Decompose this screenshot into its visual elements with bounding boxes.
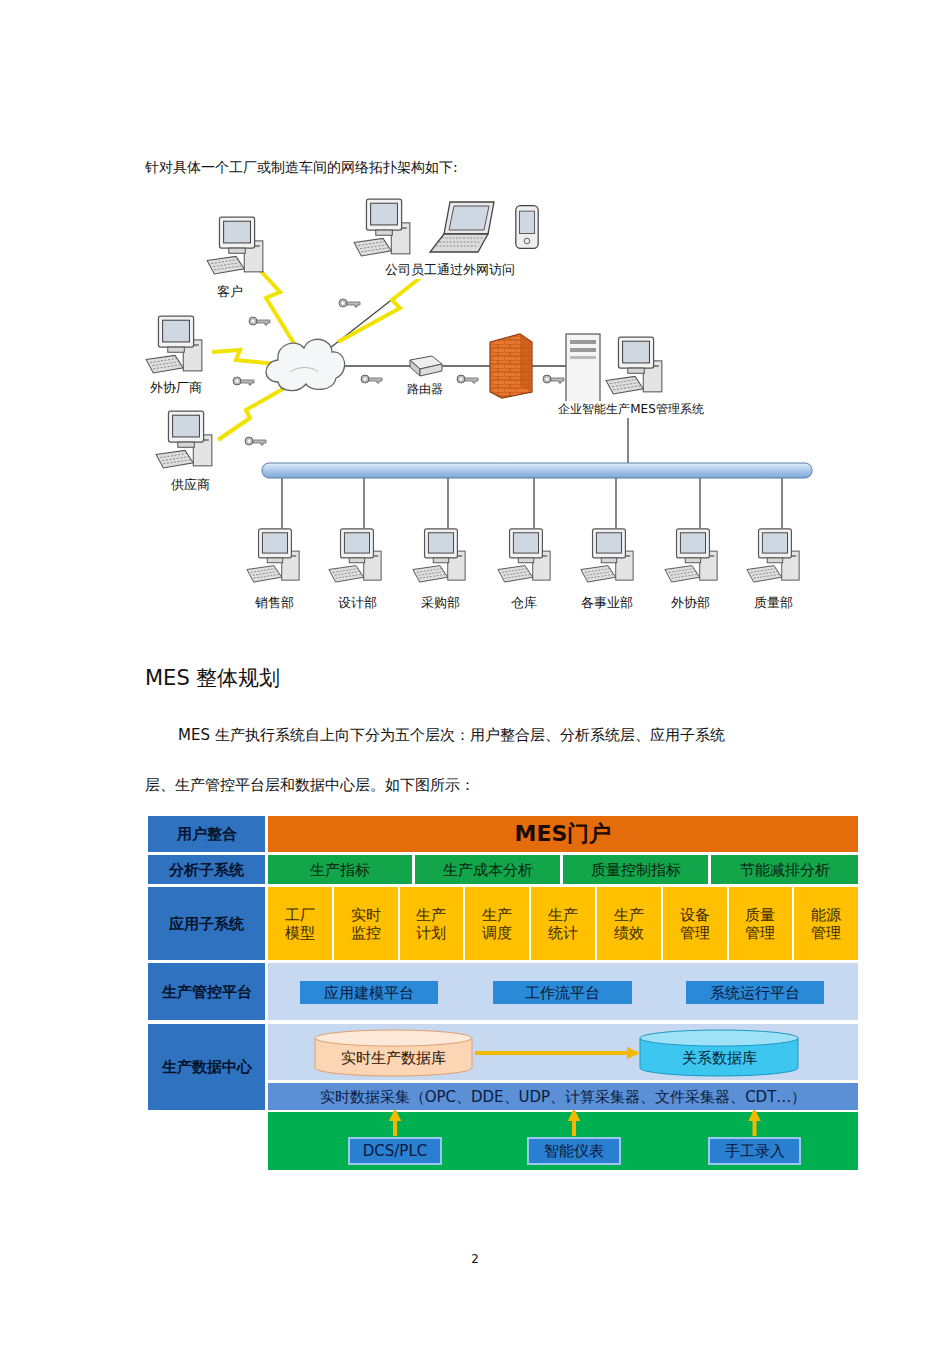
source-box: DCS/PLC <box>348 1137 442 1165</box>
department-label: 销售部 <box>253 594 296 612</box>
node-text: 工作流平台 <box>525 984 600 1002</box>
source-box: 手工录入 <box>708 1137 801 1165</box>
department-label: 各事业部 <box>579 594 635 612</box>
department-label: 采购部 <box>419 594 462 612</box>
application-cell: 质量管理 <box>729 887 793 960</box>
department-label: 外协部 <box>669 594 712 612</box>
intro-text: 针对具体一个工厂或制造车间的网络拓扑架构如下: <box>145 159 458 177</box>
node-text: 系统运行平台 <box>710 984 800 1002</box>
section-heading: MES 整体规划 <box>145 664 280 692</box>
portal-band: MES门户 <box>268 816 858 852</box>
node-text: 实时数据采集（OPC、DDE、UDP、计算采集器、文件采集器、CDT…） <box>320 1088 807 1106</box>
application-cell: 生产计划 <box>400 887 464 960</box>
node-text: 生产调度 <box>482 906 514 942</box>
department-label: 质量部 <box>752 594 795 612</box>
page-number: 2 <box>469 1252 481 1266</box>
node-text: 应用建模平台 <box>324 984 414 1002</box>
layer-label-cell: 生产数据中心 <box>148 1024 265 1110</box>
flow-arrow <box>753 1111 757 1136</box>
source-box: 智能仪表 <box>527 1137 621 1165</box>
node-text: 智能仪表 <box>544 1142 604 1160</box>
department-label: 仓库 <box>509 594 539 612</box>
layer-label-cell: 应用子系统 <box>148 887 265 960</box>
node-text: 生产管控平台 <box>162 983 252 1001</box>
device-label: 客户 <box>215 283 245 301</box>
device-label: 外协厂商 <box>148 379 204 397</box>
node-text: 手工录入 <box>725 1142 785 1160</box>
device-label: 路由器 <box>405 381 445 398</box>
node-text: 生产计划 <box>416 906 448 942</box>
node-text: 实时监控 <box>350 906 382 942</box>
device-label: 企业智能生产MES管理系统 <box>556 401 706 418</box>
node-text: 生产成本分析 <box>443 861 533 879</box>
analysis-cell: 质量控制指标 <box>563 855 708 884</box>
flow-arrow <box>572 1111 576 1136</box>
node-text: 质量管理 <box>745 906 777 942</box>
node-text: 质量控制指标 <box>591 861 681 879</box>
node-text: DCS/PLC <box>363 1142 427 1160</box>
database-cylinder: 关系数据库 <box>640 1030 798 1076</box>
application-cell: 设备管理 <box>663 887 727 960</box>
node-text: 节能减排分析 <box>740 861 830 879</box>
node-text: 关系数据库 <box>682 1049 757 1067</box>
node-text: 生产绩效 <box>613 906 645 942</box>
platform-box: 工作流平台 <box>493 981 632 1004</box>
node-text: 应用子系统 <box>169 915 244 933</box>
flow-arrow <box>393 1111 397 1136</box>
analysis-cell: 生产指标 <box>268 855 412 884</box>
body-paragraph: MES 生产执行系统自上向下分为五个层次：用户整合层、分析系统层、应用子系统层、… <box>145 710 745 810</box>
database-cylinder: 实时生产数据库 <box>315 1030 472 1076</box>
node-text: 设备管理 <box>679 906 711 942</box>
node-text: 用户整合 <box>177 825 237 843</box>
layer-label-cell: 分析子系统 <box>148 855 265 884</box>
node-text: 工厂模型 <box>284 906 316 942</box>
node-text: 生产数据中心 <box>162 1058 252 1076</box>
layer-label-cell: 用户整合 <box>148 816 265 852</box>
analysis-cell: 生产成本分析 <box>415 855 560 884</box>
department-label: 设计部 <box>336 594 379 612</box>
application-cell: 能源管理 <box>794 887 858 960</box>
flow-arrow <box>475 1051 637 1055</box>
application-cell: 实时监控 <box>334 887 398 960</box>
application-cell: 生产绩效 <box>597 887 661 960</box>
node-text: MES门户 <box>515 821 612 847</box>
node-text: 生产统计 <box>547 906 579 942</box>
node-text: 分析子系统 <box>169 861 244 879</box>
application-cell: 生产调度 <box>465 887 529 960</box>
node-text: 能源管理 <box>811 906 843 942</box>
layer-label-cell: 生产管控平台 <box>148 963 265 1020</box>
device-label: 供应商 <box>169 476 212 494</box>
application-cell: 工厂模型 <box>268 887 332 960</box>
node-text: 实时生产数据库 <box>341 1049 446 1067</box>
platform-box: 系统运行平台 <box>686 981 824 1004</box>
device-label: 公司员工通过外网访问 <box>383 261 517 279</box>
node-text: 生产指标 <box>310 861 370 879</box>
platform-box: 应用建模平台 <box>300 981 438 1004</box>
collection-bar: 实时数据采集（OPC、DDE、UDP、计算采集器、文件采集器、CDT…） <box>268 1083 858 1110</box>
application-cell: 生产统计 <box>531 887 595 960</box>
analysis-cell: 节能减排分析 <box>711 855 858 884</box>
